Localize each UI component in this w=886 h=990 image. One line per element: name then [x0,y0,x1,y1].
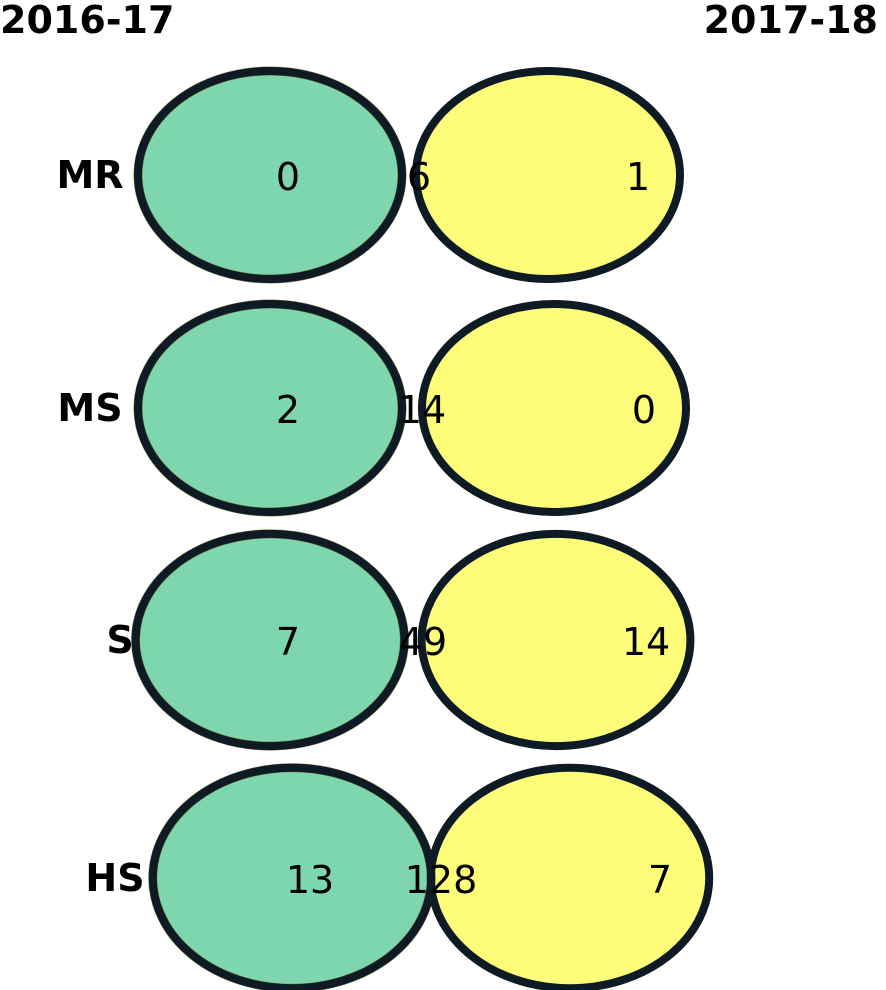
venn-row-hs: HS 13 128 7 [85,763,714,990]
row-label-s: S [106,618,133,662]
right-set-outline [418,300,690,516]
venn-row-ms: MS 2 14 0 [57,299,690,517]
right-set-circle [430,767,710,989]
left-set-circle [135,533,405,747]
count-2017-18-only: 7 [648,858,672,902]
row-label-hs: HS [85,856,144,900]
count-2017-18-only: 0 [632,388,656,432]
count-2017-18-only: 14 [622,620,670,664]
left-set-circle [152,767,432,989]
left-set-circle [138,71,402,279]
left-set-circle [138,304,402,512]
count-both-years: 128 [405,858,478,902]
left-set-outline [134,67,406,283]
row-label-mr: MR [56,153,123,197]
right-set-outline [417,529,695,751]
count-2016-17-only: 0 [276,155,300,199]
right-set-circle [416,71,680,279]
count-both-years: 49 [399,620,447,664]
right-set-circle [422,304,686,512]
header-2016-17: 2016-17 [0,0,175,42]
right-set-outline [426,763,714,990]
left-set-outline [134,300,406,516]
count-2016-17-only: 2 [276,388,300,432]
count-both-years: 6 [407,155,431,199]
count-both-years: 14 [398,388,446,432]
count-2016-17-only: 13 [286,858,334,902]
row-label-ms: MS [57,386,122,430]
header-2017-18: 2017-18 [703,0,878,42]
right-set-outline [412,67,684,283]
venn-row-mr: MR 0 6 1 [56,66,684,284]
venn-row-s: S 7 49 14 [106,529,695,751]
count-2017-18-only: 1 [626,155,650,199]
left-set-outline [131,529,409,751]
count-2016-17-only: 7 [276,620,300,664]
right-set-circle [421,533,691,747]
